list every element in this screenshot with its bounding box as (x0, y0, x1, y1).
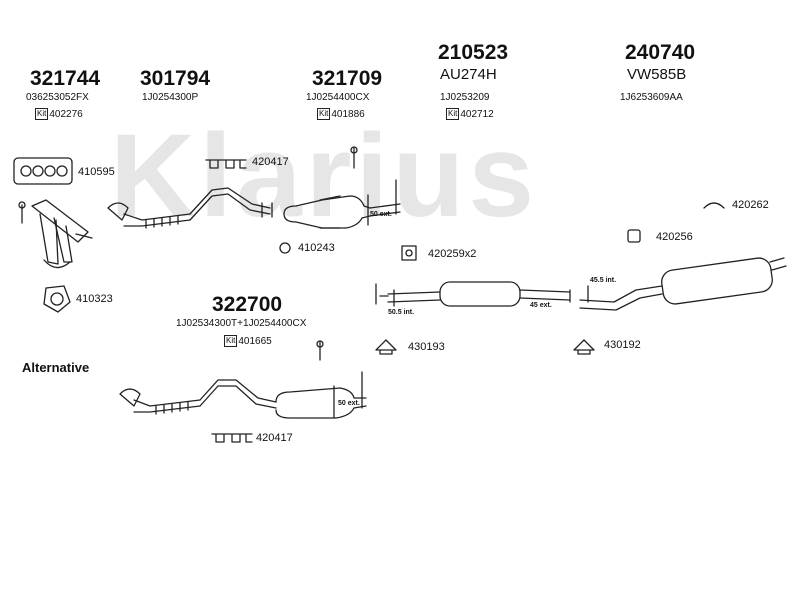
part-code: VW585B (627, 66, 687, 83)
oe-number: 1J02534300T+1J0254400CX (176, 318, 307, 329)
clamp-420417-bottom (211, 433, 253, 443)
part-number: 322700 (212, 293, 283, 316)
dimension-label: 50 ext. (338, 400, 360, 407)
oe-number: 1J0254300P (142, 92, 199, 103)
dimension-label: 50 ext. (370, 211, 392, 218)
part-number: 210523 (438, 41, 509, 64)
catalytic-converter-321709 (283, 146, 401, 229)
callout-420262: 420262 (732, 199, 769, 211)
brand-watermark: Klarius (110, 110, 539, 242)
part-number: 321744 (30, 67, 101, 90)
mounting-430193 (375, 339, 397, 355)
rear-silencer-240740 (579, 257, 787, 311)
alt-pipe-322700 (119, 340, 367, 419)
callout-420417: 420417 (252, 156, 289, 168)
callout-410595: 410595 (78, 166, 115, 178)
oe-number: 1J0254400CX (306, 92, 370, 103)
kit-number-text: 401665 (238, 335, 272, 347)
kit-badge-icon: Kit (317, 108, 331, 120)
exhaust-manifold-321744 (18, 199, 93, 269)
dimension-label: 50.5 int. (388, 309, 415, 316)
clamp-420417-top (205, 159, 247, 169)
alternative-label: Alternative (22, 360, 90, 375)
middle-silencer-210523 (375, 281, 571, 307)
oe-number: 1J0253209 (440, 92, 490, 103)
front-pipe-301794 (107, 187, 273, 229)
oe-number: 036253052FX (26, 92, 89, 103)
callout-420417: 420417 (256, 432, 293, 444)
clamp-420262 (703, 202, 725, 209)
kit-badge-icon: Kit (446, 108, 460, 120)
callout-410323: 410323 (76, 293, 113, 305)
part-number: 301794 (140, 67, 211, 90)
dimension-label: 45 ext. (530, 302, 552, 309)
callout-430192: 430192 (604, 339, 641, 351)
dimension-label: 45.5 int. (590, 277, 617, 284)
kit-badge-icon: Kit (35, 108, 49, 120)
oe-number: 1J6253609AA (620, 92, 683, 103)
callout-420259: 420259x2 (428, 248, 477, 260)
callout-410243: 410243 (298, 242, 335, 254)
ring-410243 (279, 242, 291, 254)
part-number: 240740 (625, 41, 696, 64)
kit-badge-icon: Kit (224, 335, 238, 347)
rubber-hanger-420259 (401, 245, 417, 261)
kit-number-text: 402712 (460, 108, 494, 120)
callout-430193: 430193 (408, 341, 445, 353)
flange-gasket-410323 (43, 285, 71, 313)
mounting-430192 (573, 339, 595, 355)
part-code: AU274H (440, 66, 497, 83)
kit-number-text: 402276 (49, 108, 83, 120)
hanger-420256 (627, 229, 641, 243)
part-number: 321709 (312, 67, 383, 90)
kit-number-text: 401886 (331, 108, 365, 120)
manifold-gasket-410595 (13, 157, 73, 185)
callout-420256: 420256 (656, 231, 693, 243)
